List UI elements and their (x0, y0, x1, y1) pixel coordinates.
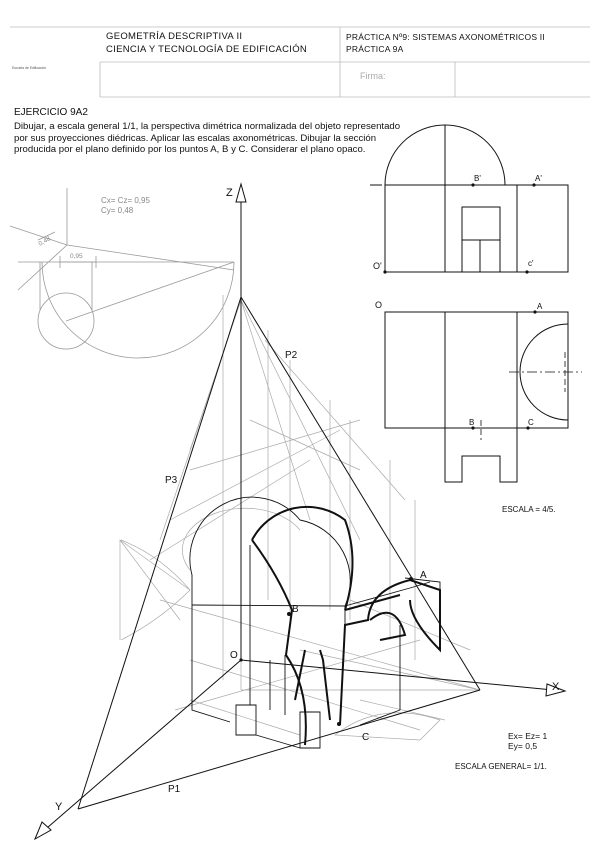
elevation-label-cp: c' (528, 259, 534, 268)
point-label-b: B (292, 604, 299, 615)
elevation-label-op: O' (373, 261, 382, 271)
axis-x-label: X (552, 681, 560, 693)
logo: Escuela de Edificación (12, 56, 92, 74)
reduction-dim-a: 0,95 (70, 253, 83, 260)
point-label-o: O (230, 650, 238, 661)
axis-x-arrow (545, 683, 567, 697)
subject-line-1: GEOMETRÍA DESCRIPTIVA II (106, 31, 243, 42)
section-points (239, 577, 413, 726)
practice-line-2: PRÁCTICA 9A (346, 44, 404, 54)
elevation-label-bp: B' (474, 174, 481, 183)
scale-ex-ez: Ex= Ez= 1 (508, 731, 547, 741)
plan-label-a: A (537, 302, 543, 311)
reduction-cy: Cy= 0,48 (101, 206, 134, 215)
axis-z-arrow (235, 182, 247, 203)
plan-label-b: B (469, 418, 474, 427)
practice-line-1: PRÁCTICA Nº9: SISTEMAS AXONOMÉTRICOS II (346, 32, 545, 42)
scale-ey: Ey= 0,5 (508, 741, 537, 751)
plan-label-c: C (528, 418, 534, 427)
axis-z-label: Z (226, 187, 233, 199)
title-block-frame (10, 26, 590, 98)
elevation-view (384, 124, 569, 273)
reduction-dim-b: 0,48 (38, 235, 53, 248)
plan-points (471, 310, 537, 430)
trace-label-p1: P1 (168, 784, 181, 795)
elevation-label-ap: A' (535, 174, 542, 183)
exercise-statement: Dibujar, a escala general 1/1, la perspe… (14, 121, 401, 156)
axonometric-object (189, 496, 441, 749)
reduction-cx-cz: Cx= Cz= 0,95 (101, 196, 150, 205)
axis-y-arrow (33, 821, 52, 841)
title-block: Escuela de Edificación GEOMETRÍA DESCRIP… (0, 0, 599, 100)
trace-label-p3: P3 (165, 475, 178, 486)
trace-label-p2: P2 (285, 350, 298, 361)
logo-caption: Escuela de Edificación (12, 66, 47, 70)
point-label-a: A (420, 570, 427, 581)
plan-view (384, 311, 569, 483)
elevation-points (383, 183, 536, 274)
section-contour (251, 505, 441, 746)
orthographic-scale: ESCALA = 4/5. (502, 505, 556, 514)
point-label-c: C (362, 732, 369, 743)
subject-line-2: CIENCIA Y TECNOLOGÍA DE EDIFICACIÓN (106, 44, 308, 55)
reduction-diagram (9, 188, 235, 359)
plan-label-o: O (375, 300, 382, 310)
exercise-title: EJERCICIO 9A2 (14, 107, 88, 118)
axis-lines (39, 196, 554, 835)
signature-label: Firma: (360, 71, 386, 81)
scale-general: ESCALA GENERAL= 1/1. (455, 762, 547, 771)
axis-y-label: Y (55, 801, 63, 813)
